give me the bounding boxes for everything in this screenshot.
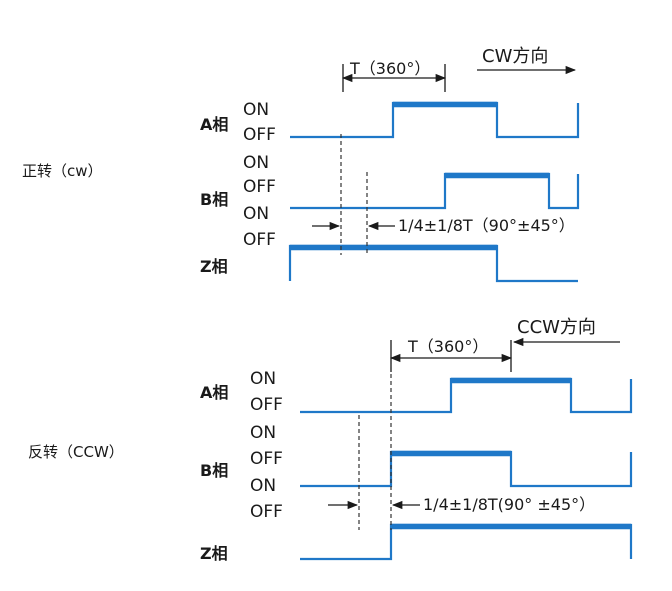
cw-waveforms — [288, 101, 580, 283]
ccw-phase-a-label: A相 — [200, 383, 228, 402]
ccw-rotation-label: 反转（CCW） — [28, 443, 124, 461]
cw-period-label: T（360°） — [349, 59, 430, 78]
ccw-phase-diff-label: 1/4±1/8T(90° ±45°） — [423, 495, 595, 514]
cw-phase-diff-label: 1/4±1/8T（90°±45°） — [398, 216, 575, 235]
ccw-z-on-label: ON — [250, 476, 276, 496]
cw-phase-z-label: Z相 — [200, 257, 228, 276]
ccw-b-off-label: OFF — [250, 449, 283, 469]
cw-z-waveform — [288, 244, 578, 283]
ccw-a-waveform — [300, 377, 633, 414]
cw-z-off-label: OFF — [243, 230, 276, 250]
cw-b-off-label: OFF — [243, 177, 276, 197]
cw-direction-label: CW方向 — [482, 46, 548, 67]
cw-b-on-label: ON — [243, 153, 269, 173]
cw-a-on-label: ON — [243, 100, 269, 120]
cw-a-off-label: OFF — [243, 125, 276, 145]
ccw-b-waveform — [300, 450, 633, 488]
cw-phase-b-label: B相 — [200, 190, 228, 209]
ccw-z-waveform — [300, 523, 633, 561]
cw-rotation-label: 正转（cw） — [22, 162, 103, 180]
ccw-period-label: T（360°） — [407, 337, 488, 356]
cw-z-on-label: ON — [243, 204, 269, 224]
ccw-waveforms — [300, 377, 633, 561]
cw-b-waveform — [290, 172, 580, 210]
ccw-b-on-label: ON — [250, 423, 276, 443]
cw-phase-a-label: A相 — [200, 115, 228, 134]
ccw-a-on-label: ON — [250, 369, 276, 389]
ccw-a-off-label: OFF — [250, 395, 283, 415]
ccw-phase-b-label: B相 — [200, 461, 228, 480]
ccw-direction-label: CCW方向 — [517, 317, 596, 338]
ccw-phase-z-label: Z相 — [200, 544, 228, 563]
ccw-z-off-label: OFF — [250, 502, 283, 522]
cw-a-waveform — [290, 101, 580, 139]
